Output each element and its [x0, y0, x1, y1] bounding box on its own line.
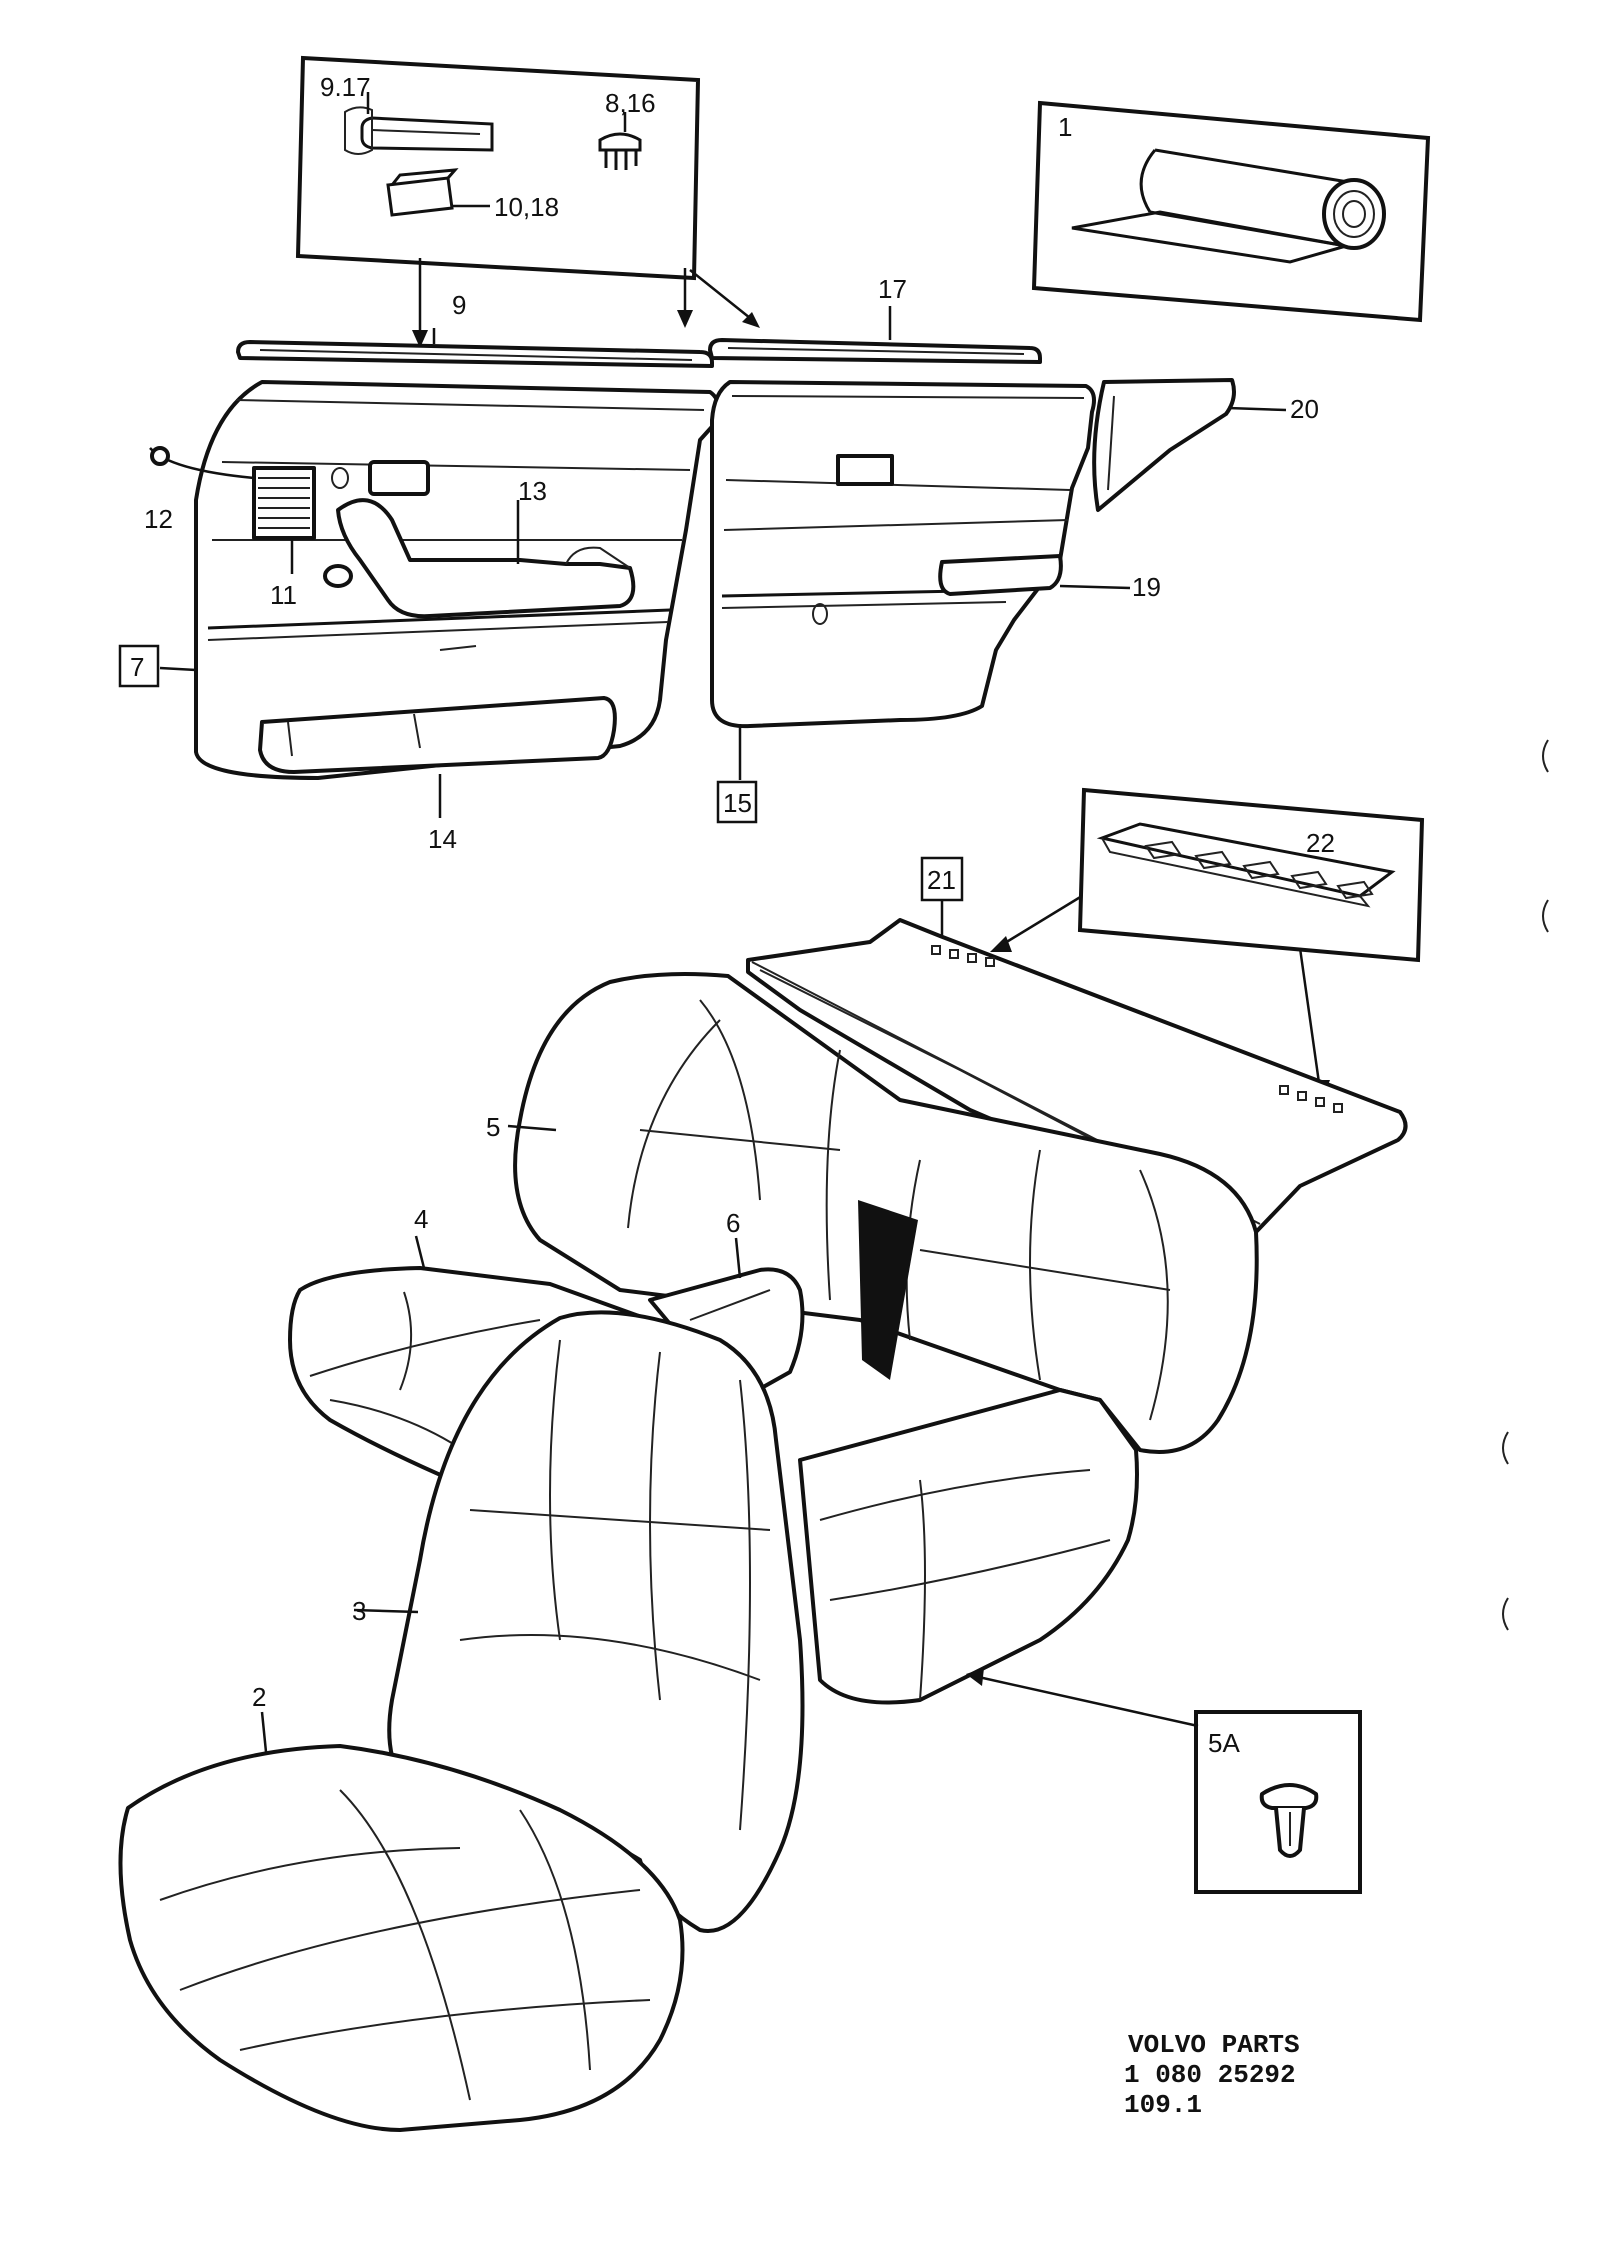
label-9-17: 9.17 — [320, 72, 371, 102]
front-seat-cushion: 2 — [118, 1682, 685, 2132]
label-9: 9 — [452, 290, 466, 320]
label-22: 22 — [1306, 828, 1335, 858]
label-5: 5 — [486, 1112, 500, 1142]
label-13: 13 — [518, 476, 547, 506]
label-1: 1 — [1058, 112, 1072, 142]
rear-door-panel: 17 19 15 — [708, 274, 1161, 824]
part-number-line-3: 109.1 — [1124, 2090, 1202, 2120]
label-12: 12 — [144, 504, 173, 534]
corner-trim-20: 20 — [1092, 378, 1319, 512]
part-number-line-1: VOLVO PARTS — [1128, 2030, 1300, 2060]
label-15: 15 — [723, 788, 752, 818]
label-4: 4 — [414, 1204, 428, 1234]
inset-arrows — [412, 258, 760, 348]
label-3: 3 — [352, 1596, 366, 1626]
center-armrest: 6 — [648, 1208, 805, 1402]
label-21: 21 — [927, 865, 956, 895]
inset-clip-strip: 22 — [990, 787, 1425, 1100]
label-11: 11 — [270, 580, 297, 610]
rear-seat-back: 5 — [486, 972, 1259, 1454]
front-seat-back: 3 — [352, 1310, 805, 1933]
label-5a: 5A — [1208, 1728, 1240, 1758]
label-8-16: 8,16 — [605, 88, 656, 118]
label-6: 6 — [726, 1208, 740, 1238]
inset-clips: 9.17 8,16 10,18 — [295, 55, 701, 281]
label-17: 17 — [878, 274, 907, 304]
part-number-block: VOLVO PARTS 1 080 25292 109.1 — [1124, 2030, 1300, 2120]
part-number-line-2: 1 080 25292 — [1124, 2060, 1296, 2090]
front-door-panel: 9 12 11 13 14 7 — [118, 290, 721, 854]
inset-felt-roll: 1 — [1031, 100, 1431, 323]
label-19: 19 — [1132, 572, 1161, 602]
label-2: 2 — [252, 1682, 266, 1712]
inset-push-clip: 5A — [966, 1668, 1362, 1894]
label-10-18: 10,18 — [494, 192, 559, 222]
label-20: 20 — [1290, 394, 1319, 424]
label-14: 14 — [428, 824, 457, 854]
scan-marks — [1502, 739, 1549, 1631]
label-7: 7 — [130, 652, 144, 682]
shelf-clip-holes — [931, 945, 1343, 1113]
